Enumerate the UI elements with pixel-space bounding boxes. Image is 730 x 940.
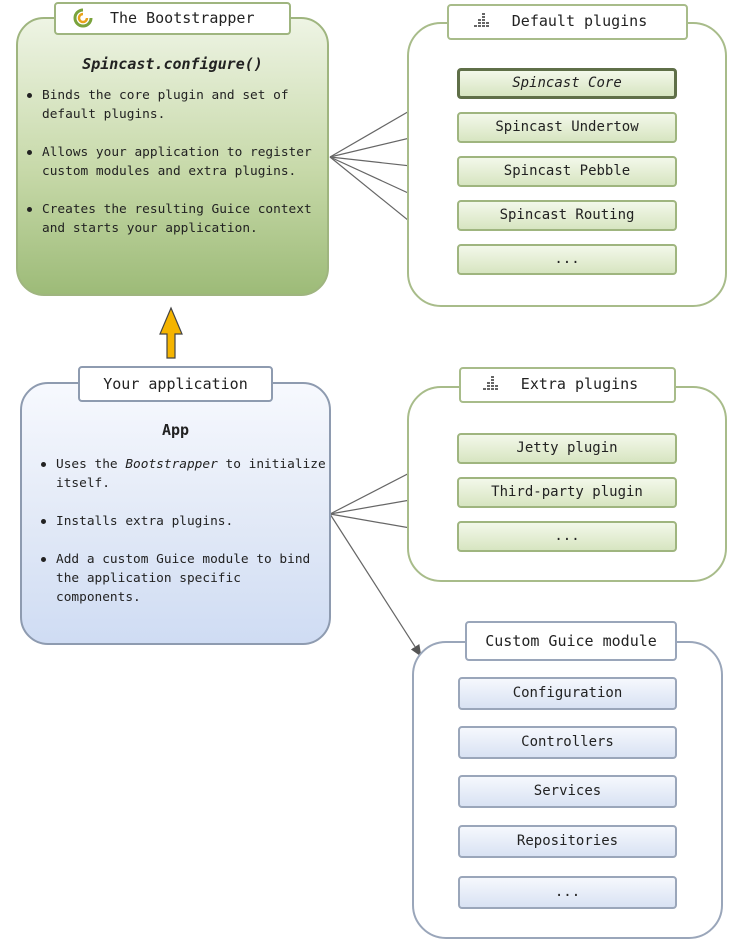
default-plugins-tab: Default plugins: [447, 4, 688, 40]
bullet-text: to initialize itself.: [56, 457, 326, 491]
bootstrapper-title: Spincast.configure(): [82, 55, 263, 73]
spincast-logo-icon: [72, 8, 94, 28]
custom-module-tab-label: Custom Guice module: [485, 632, 657, 650]
plugin-jetty: Jetty plugin: [457, 433, 677, 464]
plugin-spincast-core: Spincast Core: [457, 68, 677, 99]
bootstrapper-bullet: Allows your application to register cust…: [26, 143, 318, 181]
plugin-more: ...: [457, 244, 677, 275]
bullet-text: Uses the: [56, 457, 126, 472]
extra-plugins-tab-label: Extra plugins: [520, 375, 639, 393]
plugin-third-party: Third-party plugin: [457, 477, 677, 508]
module-services: Services: [458, 775, 677, 808]
up-arrow-icon: [159, 306, 183, 359]
application-title: App: [161, 421, 190, 439]
default-plugins-tab-label: Default plugins: [511, 12, 648, 30]
module-repositories: Repositories: [458, 825, 677, 858]
custom-module-tab: Custom Guice module: [465, 621, 677, 661]
application-bullet: Installs extra plugins.: [40, 512, 330, 531]
application-box: [20, 382, 331, 645]
plugin-spincast-routing: Spincast Routing: [457, 200, 677, 231]
bootstrapper-bullet: Binds the core plugin and set of default…: [26, 86, 318, 124]
application-tab-label: Your application: [103, 375, 248, 393]
bootstrapper-box: [16, 17, 329, 296]
module-more: ...: [458, 876, 677, 909]
plugins-icon: [483, 376, 501, 392]
module-controllers: Controllers: [458, 726, 677, 759]
module-configuration: Configuration: [458, 677, 677, 710]
application-bullet: Add a custom Guice module to bind the ap…: [40, 550, 330, 607]
application-tab: Your application: [78, 366, 273, 402]
bootstrapper-tab-label: The Bootstrapper: [110, 9, 255, 27]
plugins-icon: [474, 13, 492, 29]
arrow-to-custom-module: [329, 513, 422, 657]
bootstrapper-emphasis: Bootstrapper: [125, 457, 218, 472]
bootstrapper-bullet: Creates the resulting Guice context and …: [26, 200, 318, 238]
plugin-spincast-undertow: Spincast Undertow: [457, 112, 677, 143]
bootstrapper-bullet-list: Binds the core plugin and set of default…: [26, 86, 318, 257]
application-bullet: Uses the Bootstrapper to initialize itse…: [40, 455, 330, 493]
bootstrapper-tab: The Bootstrapper: [54, 2, 291, 35]
plugin-extra-more: ...: [457, 521, 677, 552]
application-bullet-list: Uses the Bootstrapper to initialize itse…: [40, 455, 330, 626]
plugin-spincast-pebble: Spincast Pebble: [457, 156, 677, 187]
